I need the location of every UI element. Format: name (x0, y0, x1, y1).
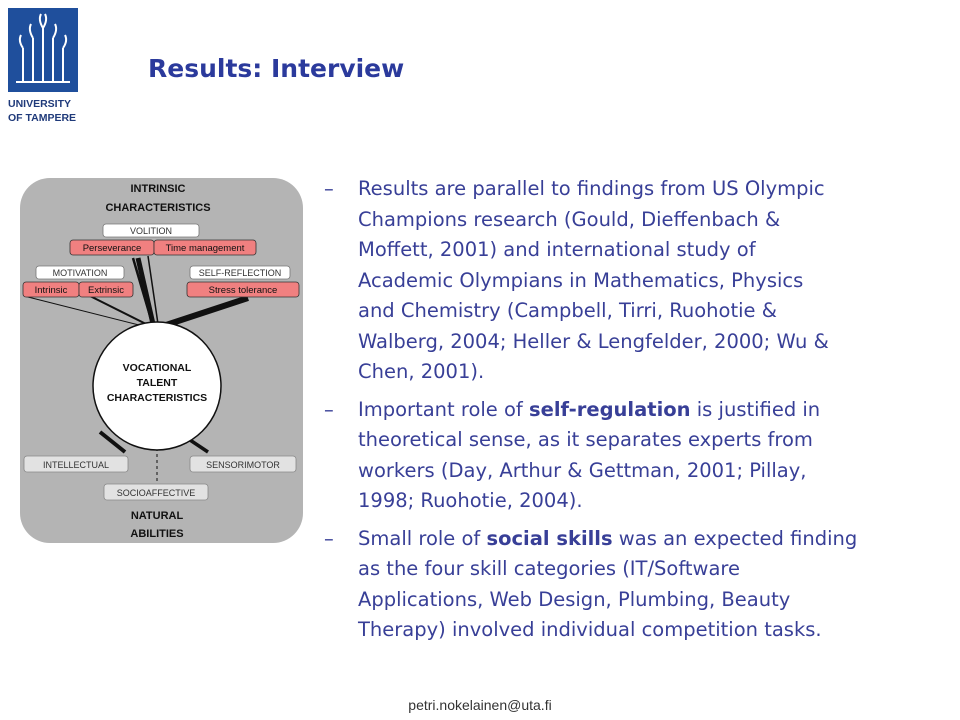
center-label-3: CHARACTERISTICS (107, 392, 207, 404)
bullet-item: – Results are parallel to findings from … (324, 174, 954, 388)
line-intrinsic (23, 295, 144, 327)
line-time-management (147, 255, 159, 325)
bullet-item: – Important role of self-regulation is j… (324, 395, 954, 517)
bullet-text: Important role of self-regulation is jus… (358, 395, 954, 517)
university-crest-icon (8, 8, 78, 92)
bullet-item: – Small role of social skills was an exp… (324, 524, 954, 646)
perseverance-label: Perseverance (83, 243, 142, 254)
bullet-dash: – (324, 177, 334, 200)
bullet-emphasis: self-regulation (529, 397, 691, 421)
extrinsic-box (78, 281, 134, 298)
line-intellectual (98, 430, 127, 454)
bullet-text-after: was an expected finding as the four skil… (358, 526, 858, 642)
bullet-text-after: is justified in theoretical sense, as it… (358, 397, 821, 513)
sensorimotor-label: SENSORIMOTOR (206, 460, 280, 470)
time-management-box (153, 239, 257, 256)
intellectual-label: INTELLECTUAL (43, 460, 109, 470)
bullet-text: Small role of social skills was an expec… (358, 524, 954, 646)
socioaffective-box (103, 483, 209, 501)
logo-line-2: OF TAMPERE (8, 112, 77, 124)
bullet-dash: – (324, 526, 334, 550)
stress-tolerance-label: Stress tolerance (209, 285, 278, 296)
line-volition (135, 257, 156, 325)
slide-title: Results: Interview (148, 54, 405, 83)
center-circle (92, 321, 222, 451)
time-management-label: Time management (166, 243, 245, 254)
line-extrinsic (89, 295, 151, 327)
logo-line-1: UNIVERSITY (8, 98, 72, 110)
footer-email: petri.nokelainen@uta.fi (408, 697, 552, 713)
socioaffective-label: SOCIOAFFECTIVE (117, 488, 196, 498)
self-reflection-label: SELF-REFLECTION (199, 268, 282, 278)
volition-label: VOLITION (130, 226, 172, 236)
line-stress-tolerance (162, 295, 249, 329)
bullet-dash: – (324, 397, 334, 421)
extrinsic-label: Extrinsic (88, 285, 124, 296)
center-label-1: VOCATIONAL (123, 362, 192, 374)
heading-intrinsic: INTRINSIC (131, 183, 186, 195)
bullet-text-before: Small role of (358, 526, 487, 550)
self-reflection-box (189, 265, 291, 280)
volition-box (102, 223, 200, 238)
sensorimotor-box (189, 455, 297, 473)
motivation-label: MOTIVATION (53, 268, 108, 278)
bullet-text: Results are parallel to findings from US… (358, 177, 829, 383)
heading-abilities: ABILITIES (130, 528, 183, 540)
bullet-emphasis: social skills (486, 526, 613, 550)
heading-natural: NATURAL (131, 510, 184, 522)
motivation-box (35, 265, 125, 280)
heading-characteristics: CHARACTERISTICS (105, 202, 210, 214)
university-logo: UNIVERSITY OF TAMPERE (8, 8, 80, 124)
intellectual-box (23, 455, 129, 473)
bullet-text-before: Important role of (358, 397, 529, 421)
intrinsic-label: Intrinsic (35, 285, 68, 296)
talent-diagram: INTRINSIC CHARACTERISTICS VOLITION Perse… (20, 178, 303, 543)
bullet-list: – Results are parallel to findings from … (324, 174, 954, 653)
stress-tolerance-box (186, 281, 300, 298)
center-label-2: TALENT (137, 377, 178, 389)
